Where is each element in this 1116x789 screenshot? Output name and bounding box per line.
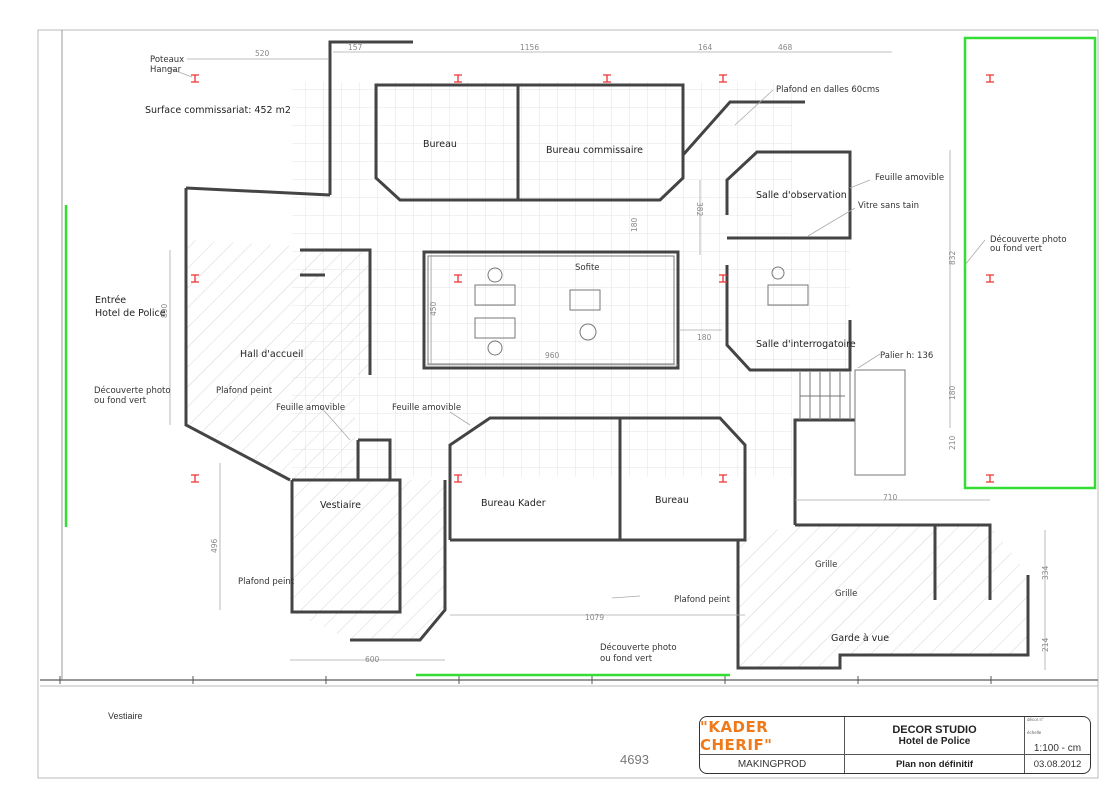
dim-468: 468 <box>778 43 793 52</box>
hangar-columns <box>191 74 994 483</box>
note-hangar: Hangar <box>150 65 182 75</box>
plan-status: Plan non définitif <box>895 758 974 770</box>
note-decouverte-left-2: ou fond vert <box>94 396 147 406</box>
note-feuille-amovible-hall: Feuille amovible <box>276 403 345 413</box>
plan-date: 03.08.2012 <box>1033 758 1082 770</box>
dim-496: 496 <box>210 538 219 553</box>
walls <box>184 40 1030 670</box>
dim-520: 520 <box>255 49 270 58</box>
dim-890: 890 <box>160 303 169 318</box>
leader-lines <box>167 67 986 599</box>
dim-214: 214 <box>1041 637 1050 652</box>
room-salle-interrogatoire: Salle d'interrogatoire <box>756 339 856 350</box>
note-plafond-peint-garde: Plafond peint <box>674 595 731 605</box>
note-poteaux: Poteaux <box>150 55 184 65</box>
annotations: Poteaux Hangar Surface commissariat: 452… <box>94 55 1067 664</box>
sheet-frame <box>37 29 1099 779</box>
dim-600: 600 <box>365 655 380 664</box>
dim-1156: 1156 <box>520 43 539 52</box>
room-bureau-top: Bureau <box>423 139 457 150</box>
room-entree-line2: Hotel de Police <box>95 308 166 319</box>
dim-334: 334 <box>1041 565 1050 580</box>
title-logo-cell: "KADER CHERIF" <box>700 717 845 755</box>
room-salle-observation: Salle d'observation <box>756 190 847 201</box>
note-decouverte-right-2: ou fond vert <box>990 244 1043 254</box>
dimension-labels: 520 157 1156 164 468 382 180 450 960 180… <box>160 43 1050 664</box>
dim-450: 450 <box>429 301 438 316</box>
room-bureau-kader: Bureau Kader <box>481 498 546 509</box>
note-decouverte-bottom-2: ou fond vert <box>600 654 653 664</box>
note-decouverte-left-1: Découverte photo <box>94 385 171 396</box>
garde-a-vue-hatch <box>738 525 1028 668</box>
room-labels: Bureau Bureau commissaire Salle d'observ… <box>95 139 889 644</box>
scale-label: échelle <box>1027 730 1042 735</box>
room-vestiaire: Vestiaire <box>320 500 361 511</box>
dim-180a: 180 <box>630 217 639 232</box>
room-hall-accueil: Hall d'accueil <box>240 349 303 360</box>
dim-832: 832 <box>948 250 957 265</box>
dim-1079: 1079 <box>585 613 604 622</box>
note-feuille-amovible-observation: Feuille amovible <box>875 173 944 183</box>
project-name: Hotel de Police <box>898 736 971 747</box>
note-sofite: Sofite <box>575 263 600 273</box>
note-surface: Surface commissariat: 452 m2 <box>145 105 291 116</box>
note-decouverte-right-1: Découverte photo <box>990 234 1067 245</box>
room-garde-a-vue: Garde à vue <box>831 633 889 644</box>
title-producer-cell: MAKINGPROD <box>700 755 845 773</box>
dim-157: 157 <box>348 43 363 52</box>
bottom-label-vestiaire: Vestiaire <box>108 711 143 721</box>
title-status-cell: Plan non définitif <box>845 755 1025 773</box>
studio-name: DECOR STUDIO <box>892 724 977 736</box>
dimension-lines <box>169 51 1046 670</box>
note-palier: Palier h: 136 <box>880 351 933 361</box>
note-plafond-peint-vestiaire: Plafond peint <box>238 577 295 587</box>
room-entree-line1: Entrée <box>95 295 126 306</box>
ground-ticks <box>59 676 992 684</box>
producer-name: MAKINGPROD <box>737 758 807 770</box>
decor-label: décor n° <box>1027 717 1044 722</box>
note-feuille-amovible-center: Feuille amovible <box>392 403 461 413</box>
note-plafond-peint-hall: Plafond peint <box>216 386 273 396</box>
title-scale-cell: décor n° échelle 1:100 - cm <box>1025 717 1090 755</box>
vestiaire-hatch <box>292 480 445 640</box>
scale-value: 1:100 - cm <box>1033 743 1082 754</box>
note-grille-2: Grille <box>835 589 857 599</box>
room-bureau-bottom: Bureau <box>655 495 689 506</box>
hall-hatch <box>186 240 370 480</box>
title-block: "KADER CHERIF" DECOR STUDIO Hotel de Pol… <box>699 716 1091 774</box>
dim-180c: 180 <box>948 385 957 400</box>
dim-164: 164 <box>698 43 713 52</box>
dim-710: 710 <box>883 493 898 502</box>
green-screen-right <box>963 36 1097 490</box>
note-plafond-dalles: Plafond en dalles 60cms <box>776 85 880 95</box>
note-grille-1: Grille <box>815 560 837 570</box>
sofite-furniture <box>474 266 809 356</box>
dim-180b: 180 <box>697 333 712 342</box>
dim-210: 210 <box>948 435 957 450</box>
note-vitre-sans-tain: Vitre sans tain <box>858 201 919 211</box>
sheet-number: 4693 <box>620 752 649 767</box>
dim-382: 382 <box>695 202 704 217</box>
title-studio-cell: DECOR STUDIO Hotel de Police <box>845 717 1025 755</box>
note-decouverte-bottom-1: Découverte photo <box>600 642 677 653</box>
room-bureau-commissaire: Bureau commissaire <box>546 145 643 156</box>
logo-kader-cherif: "KADER CHERIF" <box>700 717 773 754</box>
title-date-cell: 03.08.2012 <box>1025 755 1090 773</box>
dim-960: 960 <box>545 351 560 360</box>
